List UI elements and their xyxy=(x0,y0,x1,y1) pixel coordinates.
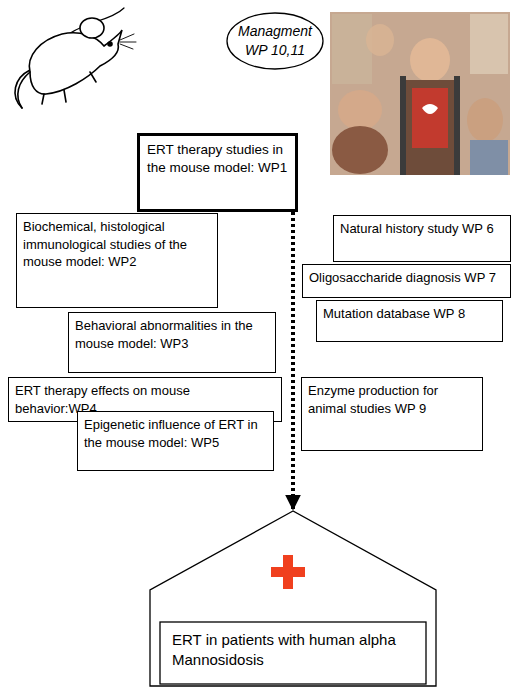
mouse-illustration xyxy=(15,8,136,108)
ellipse-text-area: Managment WP 10,11 xyxy=(226,12,324,70)
work-package-label: Epigenetic influence of ERT in the mouse… xyxy=(84,416,267,451)
work-package-box: Natural history study WP 6 xyxy=(333,215,511,262)
work-package-label: Natural history study WP 6 xyxy=(340,220,504,238)
ellipse-outline xyxy=(226,12,324,70)
work-package-label: Behavioral abnormalities in the mouse mo… xyxy=(75,317,269,352)
management-ellipse: Managment WP 10,11 xyxy=(226,12,324,70)
work-package-label: Enzyme production for animal studies WP … xyxy=(308,382,476,417)
management-label: Managment WP 10,11 xyxy=(234,22,316,60)
house-shape: ERT in patients with human alpha Mannosi… xyxy=(148,510,438,688)
house-roof-walls xyxy=(150,511,436,686)
work-package-box: ERT therapy studies in the mouse model: … xyxy=(137,133,298,212)
work-package-box: Epigenetic influence of ERT in the mouse… xyxy=(77,411,274,471)
work-package-label: Biochemical, histological immunological … xyxy=(23,218,211,271)
work-package-box: Mutation database WP 8 xyxy=(316,300,503,342)
house-inner-box xyxy=(160,622,426,684)
patient-photo xyxy=(330,12,510,175)
work-package-label: Mutation database WP 8 xyxy=(323,305,496,323)
work-package-box: Enzyme production for animal studies WP … xyxy=(301,377,483,451)
work-package-box: Behavioral abnormalities in the mouse mo… xyxy=(68,312,276,373)
work-package-box: Biochemical, histological immunological … xyxy=(16,213,218,308)
work-package-label: Oligosaccharide diagnosis WP 7 xyxy=(309,269,504,287)
goal-label: ERT in patients with human alpha Mannosi… xyxy=(172,630,414,671)
work-package-box: Oligosaccharide diagnosis WP 7 xyxy=(302,264,511,298)
work-package-label: ERT therapy studies in the mouse model: … xyxy=(147,141,288,177)
red-cross xyxy=(271,555,305,589)
house-text-area: ERT in patients with human alpha Mannosi… xyxy=(160,622,426,679)
dotted-arrow xyxy=(291,212,295,509)
